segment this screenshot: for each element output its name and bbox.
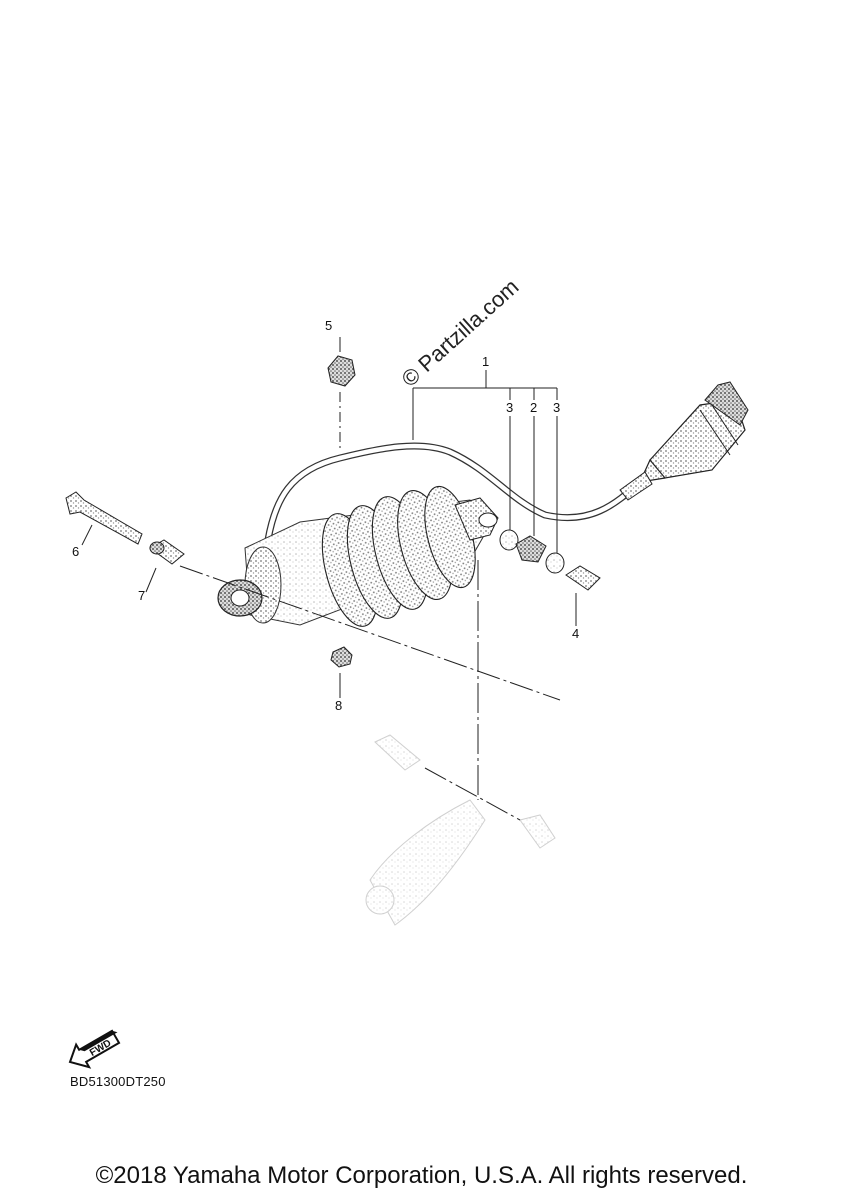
callout-6: 6 bbox=[72, 544, 79, 559]
callout-1: 1 bbox=[482, 354, 489, 369]
collar-part-4 bbox=[565, 565, 601, 591]
fwd-arrow-icon: FWD bbox=[68, 1029, 121, 1069]
reservoir-canister bbox=[619, 381, 749, 501]
callout-8: 8 bbox=[335, 698, 342, 713]
callout-3-right: 3 bbox=[553, 400, 560, 415]
bearing-part-2 bbox=[515, 535, 547, 563]
rear-shock-absorber bbox=[244, 485, 499, 627]
callout-3-left: 3 bbox=[506, 400, 513, 415]
callout-5: 5 bbox=[325, 318, 332, 333]
collar-part-7 bbox=[149, 539, 185, 565]
seal-part-3-left bbox=[499, 529, 519, 551]
lower-mount-eye bbox=[217, 579, 263, 617]
callout-4: 4 bbox=[572, 626, 579, 641]
linkage-ghost bbox=[365, 734, 556, 926]
nut-part-5 bbox=[327, 355, 356, 387]
leader-lines bbox=[81, 337, 577, 821]
diagram-code: BD51300DT250 bbox=[70, 1074, 166, 1089]
watermark-text: © Partzilla.com bbox=[397, 274, 524, 392]
fwd-label: FWD bbox=[88, 1038, 113, 1059]
callout-2: 2 bbox=[530, 400, 537, 415]
bolt-part-6 bbox=[65, 491, 143, 545]
seal-part-3-right bbox=[545, 552, 565, 574]
reservoir-hose bbox=[264, 442, 643, 541]
callout-labels: 1 2 3 3 4 5 6 7 8 bbox=[72, 318, 579, 713]
nut-part-8 bbox=[330, 646, 353, 668]
copyright-notice: ©2018 Yamaha Motor Corporation, U.S.A. A… bbox=[95, 1162, 748, 1189]
callout-7: 7 bbox=[138, 588, 145, 603]
